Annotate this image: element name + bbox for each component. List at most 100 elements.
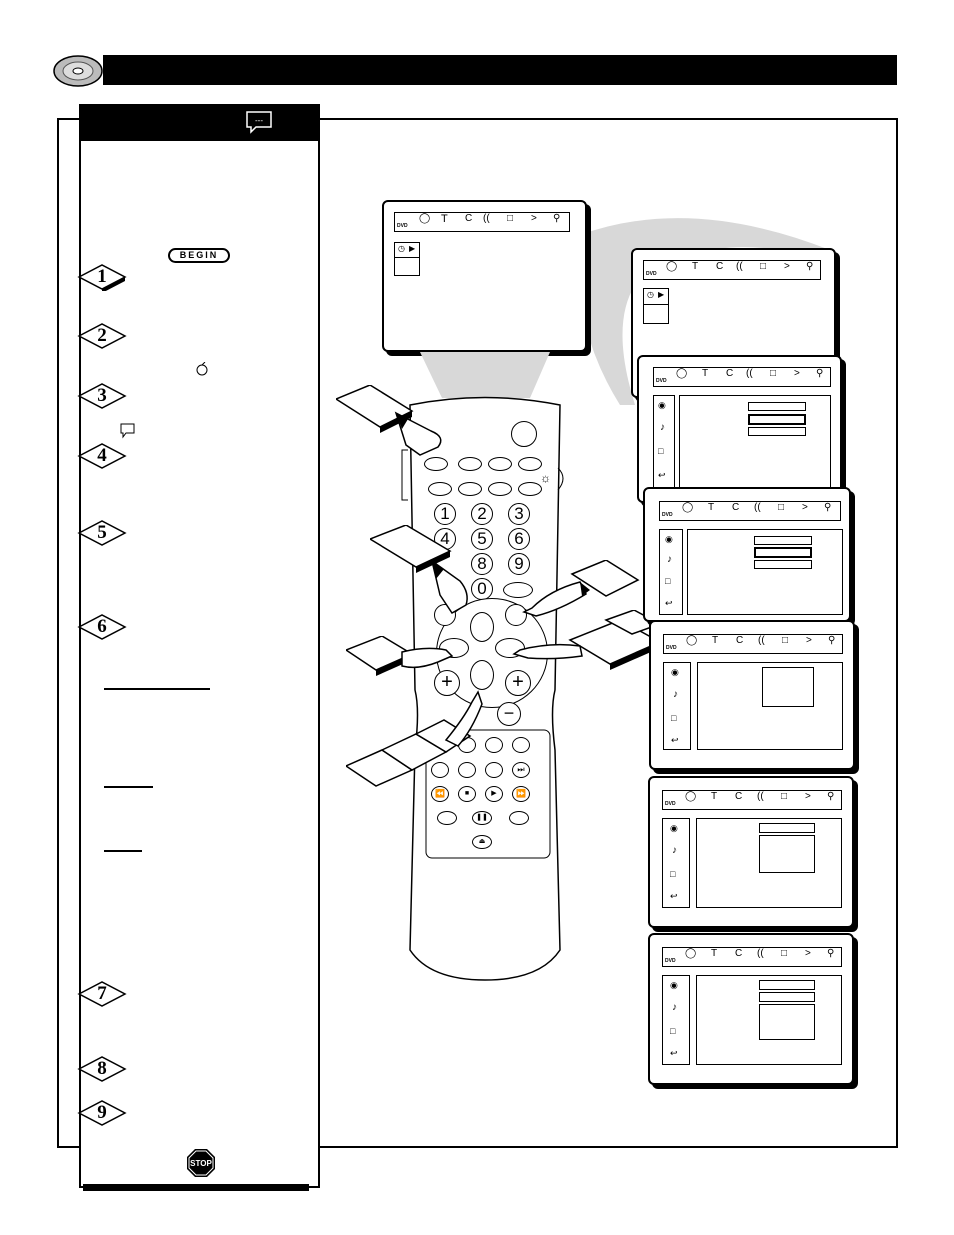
- instruction-sidebar: [79, 104, 320, 1188]
- subtitle-icon: [120, 423, 136, 444]
- chapter-letter: C: [736, 635, 744, 646]
- option-list[interactable]: [759, 1004, 815, 1040]
- remote-key[interactable]: [431, 762, 449, 778]
- option-row[interactable]: [759, 992, 815, 1002]
- subtitle-icon: □: [670, 1026, 676, 1036]
- step-number: 6: [97, 616, 107, 637]
- audio-icon: ((: [757, 791, 764, 802]
- option-row[interactable]: [754, 536, 812, 545]
- channel-minus-button[interactable]: −: [497, 702, 521, 726]
- power-button[interactable]: [511, 421, 537, 447]
- step-number: 2: [97, 325, 107, 346]
- key-label: 2: [477, 504, 487, 523]
- subheading-underline: [104, 786, 153, 788]
- digit-key-1[interactable]: 1: [434, 503, 456, 525]
- key-label: 5: [477, 529, 487, 548]
- subheading-underline: [104, 850, 142, 852]
- step-7-marker: 7: [77, 980, 127, 1008]
- sidebar-heading: ---: [81, 104, 320, 141]
- option-row[interactable]: [748, 402, 806, 411]
- music-note-icon: ♪: [660, 422, 665, 433]
- option-row[interactable]: [748, 427, 806, 436]
- step-1-marker: 1: [77, 263, 127, 291]
- dvd-logo: DVD: [665, 958, 676, 964]
- dvd-menu-bar: DVD ◯ T C (( □ > ⚲: [653, 367, 831, 387]
- picture-icon: ◉: [671, 667, 679, 677]
- remote-key[interactable]: [488, 482, 512, 496]
- settings-icon-column: ◉ ♪ □ ↩: [653, 395, 675, 489]
- digit-key-5[interactable]: 5: [471, 528, 493, 550]
- digit-key-9[interactable]: 9: [508, 553, 530, 575]
- timer-icon: ◷: [398, 244, 405, 253]
- fast-forward-icon[interactable]: ⏩: [512, 786, 530, 802]
- subtitle-icon: □: [507, 213, 514, 224]
- play-icon[interactable]: ▶: [485, 786, 503, 802]
- volume-plus-button[interactable]: +: [434, 670, 460, 696]
- option-list[interactable]: [762, 667, 814, 707]
- option-row[interactable]: [754, 560, 812, 569]
- header-bar: [103, 55, 897, 85]
- angle-icon: >: [784, 261, 790, 272]
- dvd-logo: DVD: [662, 512, 673, 518]
- step-number: 7: [97, 983, 107, 1004]
- digit-key-8[interactable]: 8: [471, 553, 493, 575]
- remote-key[interactable]: [458, 762, 476, 778]
- rewind-icon[interactable]: ⏪: [431, 786, 449, 802]
- tv-screen-top: DVD ◯ T C (( □ > ⚲ ◷ ▶: [382, 200, 587, 352]
- remote-key[interactable]: [518, 457, 542, 471]
- remote-key[interactable]: [424, 457, 448, 471]
- audio-icon: ((: [746, 368, 753, 379]
- nav-down-button[interactable]: [470, 660, 494, 690]
- remote-key[interactable]: [488, 457, 512, 471]
- step-number: 9: [97, 1102, 107, 1123]
- dvd-menu-bar: DVD ◯ T C (( □ > ⚲: [659, 501, 841, 521]
- subtitle-icon: □: [781, 948, 788, 959]
- remote-key[interactable]: [512, 737, 530, 753]
- step-6-marker: 6: [77, 613, 127, 641]
- title-icon: [196, 361, 208, 381]
- option-row[interactable]: [759, 823, 815, 833]
- nav-up-button[interactable]: [470, 612, 494, 642]
- remote-key[interactable]: [458, 457, 482, 471]
- option-row-selected[interactable]: [748, 414, 806, 425]
- key-label: 9: [514, 554, 524, 573]
- remote-key[interactable]: [505, 604, 527, 626]
- subtitle-icon: □: [782, 635, 789, 646]
- digit-key-6[interactable]: 6: [508, 528, 530, 550]
- remote-key[interactable]: [518, 482, 542, 496]
- dvd-menu-bar: DVD ◯ T C (( □ > ⚲: [662, 947, 842, 967]
- exit-icon: ↩: [665, 598, 673, 608]
- option-row[interactable]: [759, 980, 815, 990]
- title-letter: T: [712, 635, 719, 646]
- remote-key[interactable]: [458, 482, 482, 496]
- settings-icon-column: ◉ ♪ □ ↩: [662, 818, 690, 908]
- option-row-selected[interactable]: [754, 547, 812, 558]
- dvd-menu-bar: DVD ◯ T C (( □ > ⚲: [394, 212, 570, 232]
- music-note-icon: ♪: [672, 845, 677, 856]
- zoom-icon: ⚲: [827, 791, 835, 802]
- remote-key[interactable]: [509, 811, 529, 825]
- remote-key[interactable]: [485, 762, 503, 778]
- disc-icon: [52, 54, 104, 93]
- remote-key[interactable]: [485, 737, 503, 753]
- pointing-hand-icon: [336, 385, 442, 456]
- channel-plus-button[interactable]: +: [505, 670, 531, 696]
- digit-key-2[interactable]: 2: [471, 503, 493, 525]
- option-list[interactable]: [759, 835, 815, 873]
- remote-key[interactable]: [437, 811, 457, 825]
- step-8-marker: 8: [77, 1055, 127, 1083]
- title-icon: ◯: [685, 948, 697, 959]
- settings-icon-column: ◉ ♪ □ ↩: [663, 662, 691, 750]
- key-label: −: [503, 703, 515, 723]
- pause-icon[interactable]: ❚❚: [472, 811, 492, 825]
- subtitle-icon: □: [671, 713, 677, 723]
- title-letter: T: [692, 261, 699, 272]
- next-icon[interactable]: ⏭: [512, 762, 530, 778]
- remote-key[interactable]: [503, 582, 533, 598]
- remote-key[interactable]: [428, 482, 452, 496]
- digit-key-3[interactable]: 3: [508, 503, 530, 525]
- stop-icon[interactable]: ■: [458, 786, 476, 802]
- eject-icon[interactable]: ⏏: [472, 835, 492, 849]
- chapter-letter: C: [735, 948, 743, 959]
- status-panel: ◷ ▶: [643, 288, 669, 324]
